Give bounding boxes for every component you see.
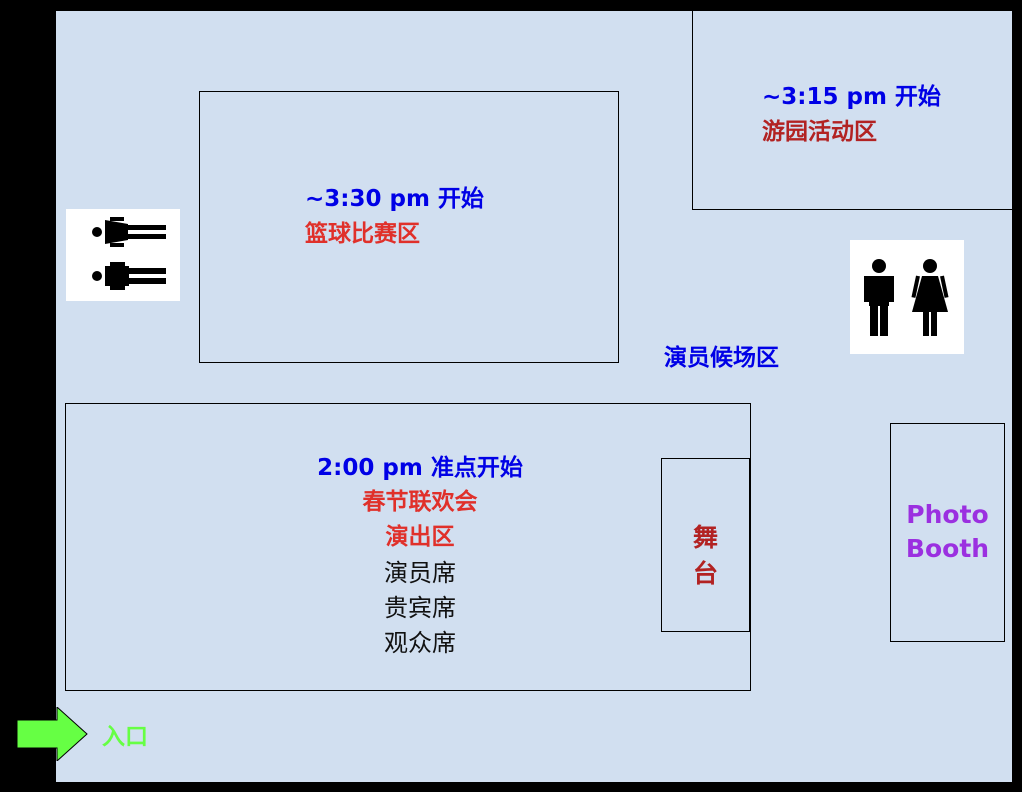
basketball-zone [199, 91, 619, 363]
seat-performers: 演员席 [384, 559, 456, 587]
stage-label-2: 台 [692, 559, 718, 588]
stage-zone [661, 458, 750, 632]
restroom-icon [66, 209, 180, 301]
performance-zone-name: 演出区 [385, 524, 455, 550]
performance-event-name: 春节联欢会 [362, 489, 478, 515]
performer-waiting-area: 演员候场区 [664, 345, 779, 371]
basketball-zone-name: 篮球比赛区 [305, 221, 420, 247]
entrance-label: 入口 [102, 724, 148, 750]
floor-plan [56, 11, 1012, 782]
stage-label-1: 舞 [692, 523, 718, 552]
seat-vip: 贵宾席 [384, 594, 456, 622]
restroom-icon [850, 240, 964, 354]
garden-start-time: ~3:15 pm 开始 [762, 84, 941, 110]
photo-booth-label-2: Booth [905, 534, 990, 563]
photo-booth-label-1: Photo [906, 500, 989, 529]
basketball-start-time: ~3:30 pm 开始 [305, 186, 484, 212]
photo-booth-zone [890, 423, 1005, 642]
garden-activity-zone [692, 11, 1012, 210]
entrance-arrow-icon [17, 707, 88, 761]
seat-audience: 观众席 [384, 629, 456, 657]
garden-zone-name: 游园活动区 [762, 119, 877, 145]
performance-zone [65, 403, 751, 691]
performance-start-time: 2:00 pm 准点开始 [317, 455, 523, 481]
